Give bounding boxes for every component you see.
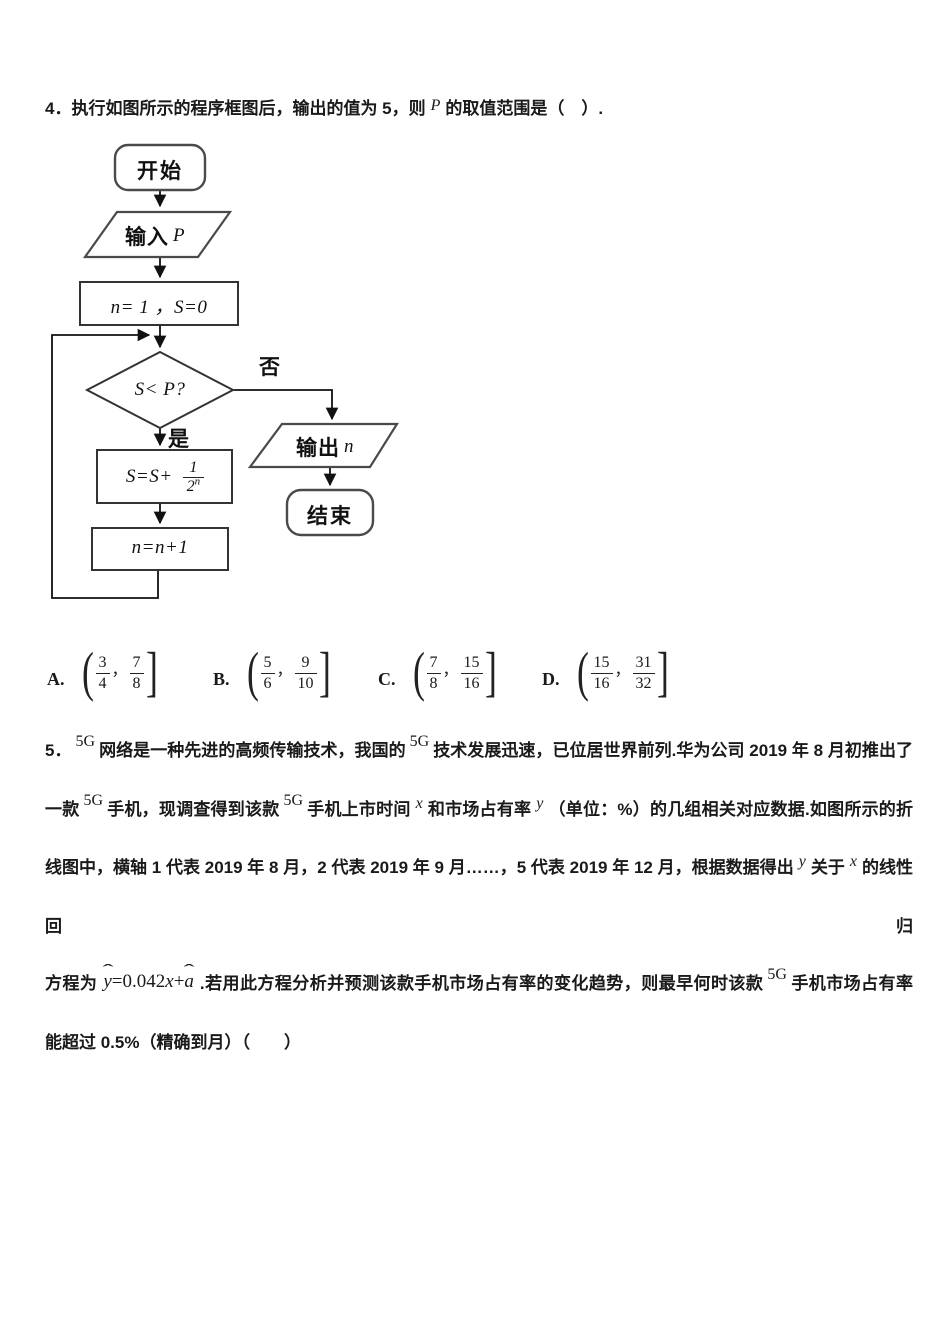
question-5-line-5: 能超过 0.5%（精确到月）（ ） [45, 1032, 301, 1052]
input-node-shape [82, 210, 233, 259]
var-x: x [415, 794, 423, 812]
right-bracket: ] [318, 643, 331, 703]
start-node-shape [113, 143, 207, 192]
right-bracket: ] [656, 643, 669, 703]
inline-5g: 5G [283, 791, 304, 809]
left-paren: ( [81, 643, 94, 703]
left-paren: ( [246, 643, 259, 703]
option-b-label: B. [213, 668, 230, 689]
connector-loop-back [51, 328, 159, 599]
connector-no-branch [233, 389, 339, 421]
end-node-label: 结束 [307, 505, 353, 528]
right-bracket: ] [145, 643, 158, 703]
sum-fraction-numerator: 1 [189, 459, 198, 477]
input-var-p: P [172, 225, 186, 246]
option-a-label: A. [47, 668, 65, 689]
inline-5g: 5G [75, 733, 96, 750]
inline-5g: 5G [83, 791, 104, 809]
yes-branch-label: 是 [168, 428, 189, 451]
interval-comma: ， [614, 662, 631, 679]
output-node-label: 输出 n [260, 432, 390, 462]
sum-expression: S=S+ [125, 466, 173, 487]
option-c-label: C. [378, 668, 396, 689]
increment-node-shape [91, 527, 229, 571]
var-y: y [798, 853, 806, 870]
var-x: x [849, 853, 857, 870]
input-label-text: 输入 [124, 226, 169, 249]
sum-fraction-exponent: n [194, 475, 201, 488]
sum-node-shape [96, 449, 233, 504]
init-node-label: n= 1 ，S=0 [110, 297, 208, 318]
output-node-shape [247, 422, 399, 469]
question-5-line-3: 线图中，横轴 1 代表 2019 年 8 月，2 代表 2019 年 9 月……… [45, 853, 914, 936]
question-4-text-post: 的取值范围是（ ）. [445, 99, 604, 118]
interval-comma: ， [276, 662, 293, 679]
decision-node-label: S< P? [134, 379, 186, 400]
var-x: x [165, 971, 174, 992]
sum-fraction-denominator: 2n [182, 475, 205, 496]
question-4-var-p: P [430, 97, 441, 114]
inline-5g: 5G [409, 733, 430, 750]
end-node-shape [285, 488, 375, 537]
increment-node-label: n=n+1 [131, 537, 189, 558]
output-var-n: n [344, 436, 354, 457]
init-node-shape [79, 281, 239, 326]
var-y: y [536, 794, 544, 812]
right-bracket: ] [484, 643, 497, 703]
interval-comma: ， [111, 662, 128, 679]
interval-comma: ， [442, 662, 459, 679]
left-paren: ( [576, 643, 589, 703]
start-node-label: 开始 [137, 160, 183, 183]
no-branch-label: 否 [259, 356, 280, 379]
flowchart-shapes [51, 143, 399, 599]
decision-node-shape [84, 350, 236, 430]
input-node-label: 输入 P [85, 221, 225, 251]
question-4-text-pre: 4．执行如图所示的程序框图后，输出的值为 5，则 [45, 99, 426, 118]
inline-5g: 5G [767, 966, 787, 983]
left-paren: ( [412, 643, 425, 703]
option-d-label: D. [542, 668, 560, 689]
output-label-text: 输出 [296, 437, 340, 460]
